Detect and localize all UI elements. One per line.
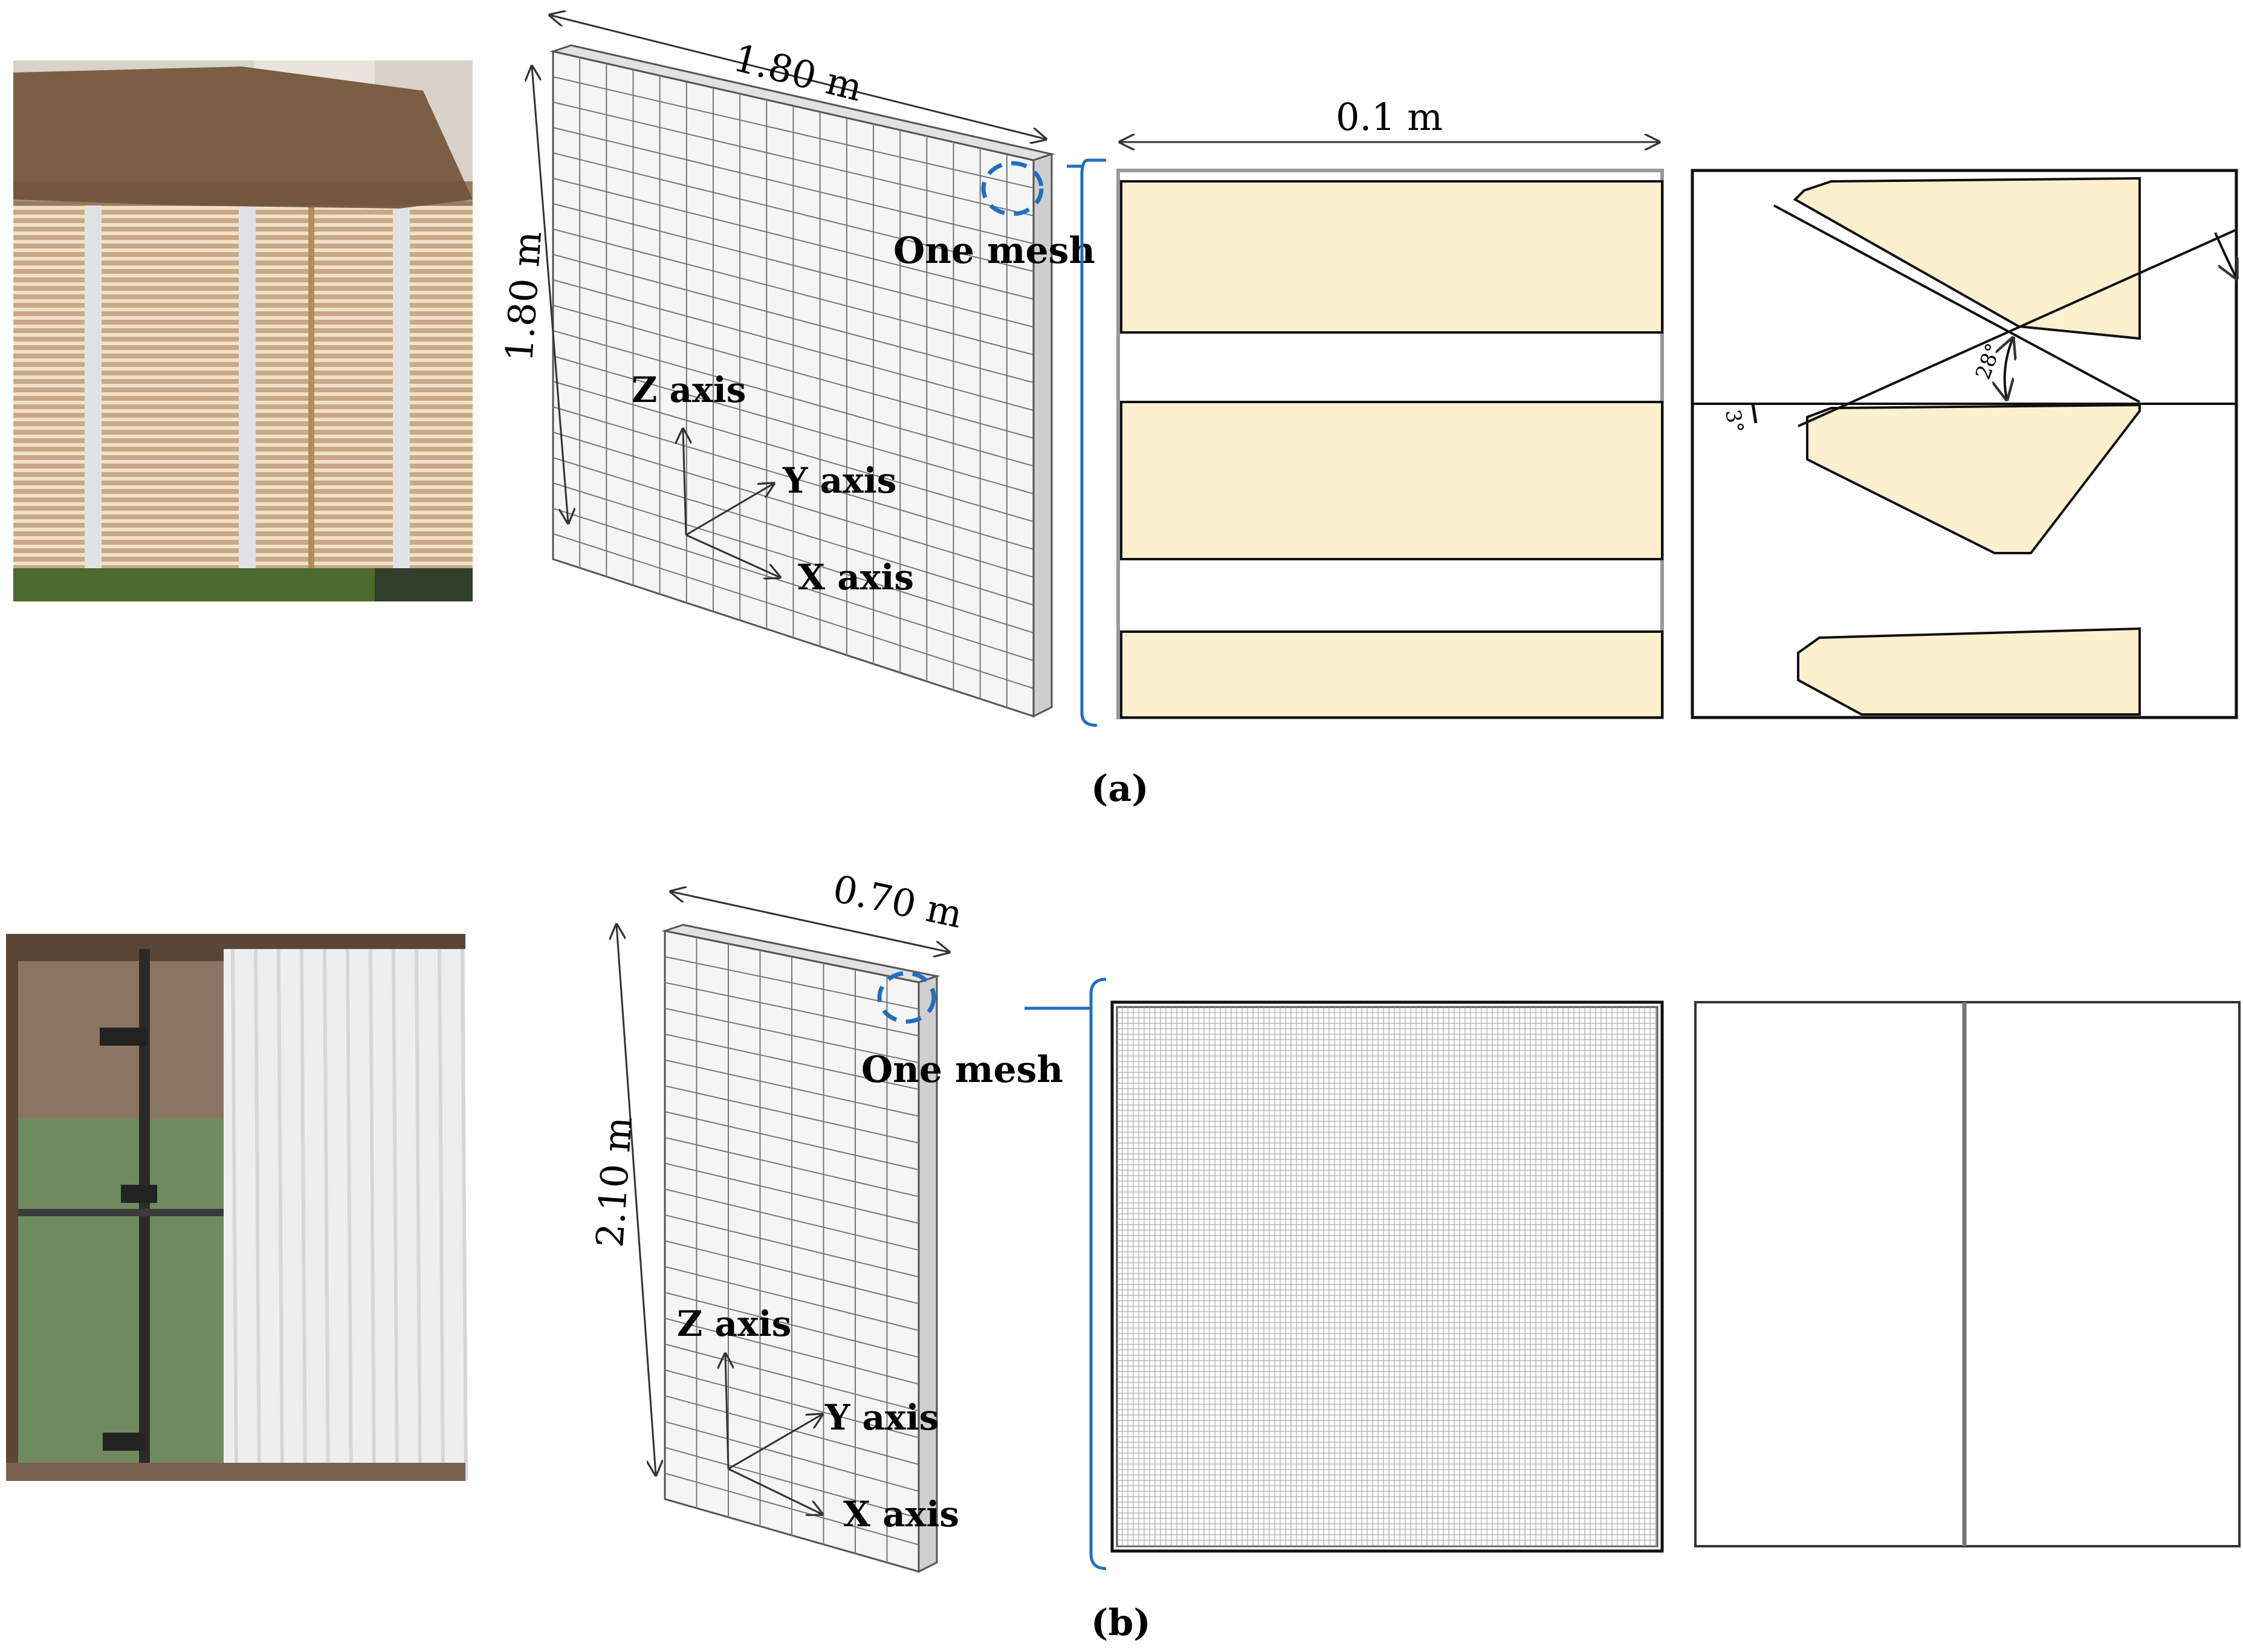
angle-detail-a: 28° 3° [1691,169,2236,719]
height-dimension-label-b: 2.10 m [587,1115,641,1249]
axes-b [725,1354,822,1514]
one-mesh-label-a: One mesh [893,230,1095,272]
slat-detail-a: 0.1 m [1116,95,1664,719]
fabric-section-detail-b [1694,1001,2241,1547]
x-axis-label-a: X axis [798,557,914,598]
y-axis-label-a: Y axis [782,460,896,501]
x-axis-label-b: X axis [843,1494,959,1535]
photo-curtain-window [6,934,468,1482]
mesh-highlight-circle-a [981,161,1044,216]
z-axis-label-a: Z axis [632,369,746,410]
y-axis-label-b: Y axis [824,1397,939,1438]
axes-a [683,429,780,577]
caption-a: (a) [1091,768,1149,810]
photo-louver-screen [13,60,473,601]
width-dimension-arrow-a [550,15,1046,139]
slat-top [1120,180,1663,334]
fabric-mesh-detail-b [1110,1000,1664,1553]
height-dimension-arrow-a [532,66,568,523]
one-mesh-label-b: One mesh [861,1049,1063,1091]
slat-middle [1120,401,1663,560]
width-dimension-label-b: 0.70 m [829,866,966,936]
height-dimension-label-a: 1.80 m [497,230,550,363]
zoom-bracket-a [1067,158,1106,727]
slat-bottom [1120,630,1663,719]
caption-b: (b) [1091,1602,1151,1644]
mesh-panel-b [661,924,940,1573]
height-dimension-arrow-b [617,925,656,1475]
z-axis-label-b: Z axis [677,1303,791,1344]
width-dimension-arrow-b [671,892,949,952]
mesh-panel-a [549,44,1055,718]
angle-3-label: 3° [1720,408,1748,435]
zoom-bracket-b [1024,977,1107,1570]
detail-width-label-a: 0.1 m [1336,95,1443,139]
mesh-highlight-circle-b [877,971,936,1024]
